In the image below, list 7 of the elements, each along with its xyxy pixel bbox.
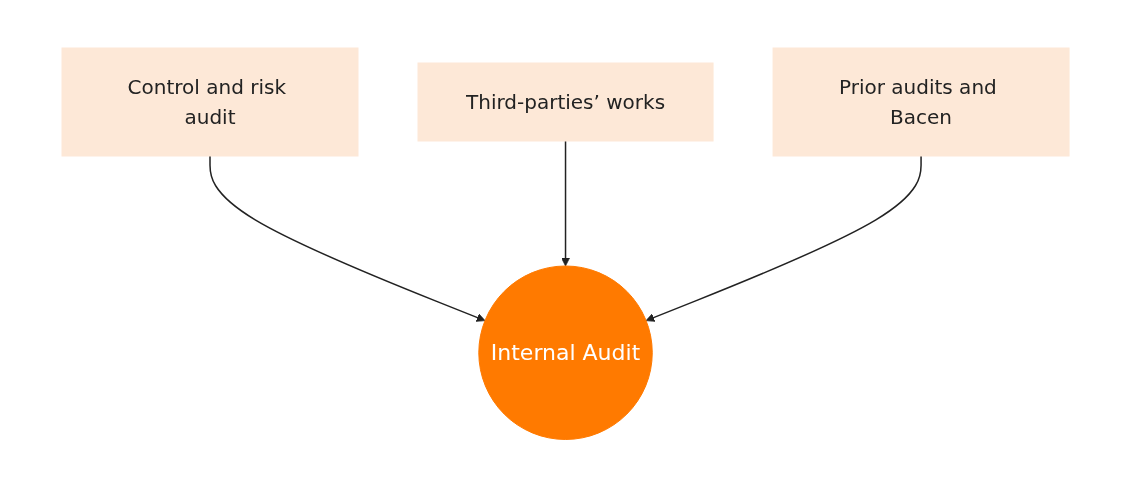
node-box: Third-parties’ works <box>417 62 715 142</box>
node-circle: Internal Audit <box>478 265 654 441</box>
arrow <box>646 155 923 322</box>
node-box: Control and risk audit <box>61 47 359 157</box>
node-box: Prior audits and Bacen <box>773 47 1071 157</box>
arrow <box>561 140 571 267</box>
arrow <box>209 155 486 322</box>
